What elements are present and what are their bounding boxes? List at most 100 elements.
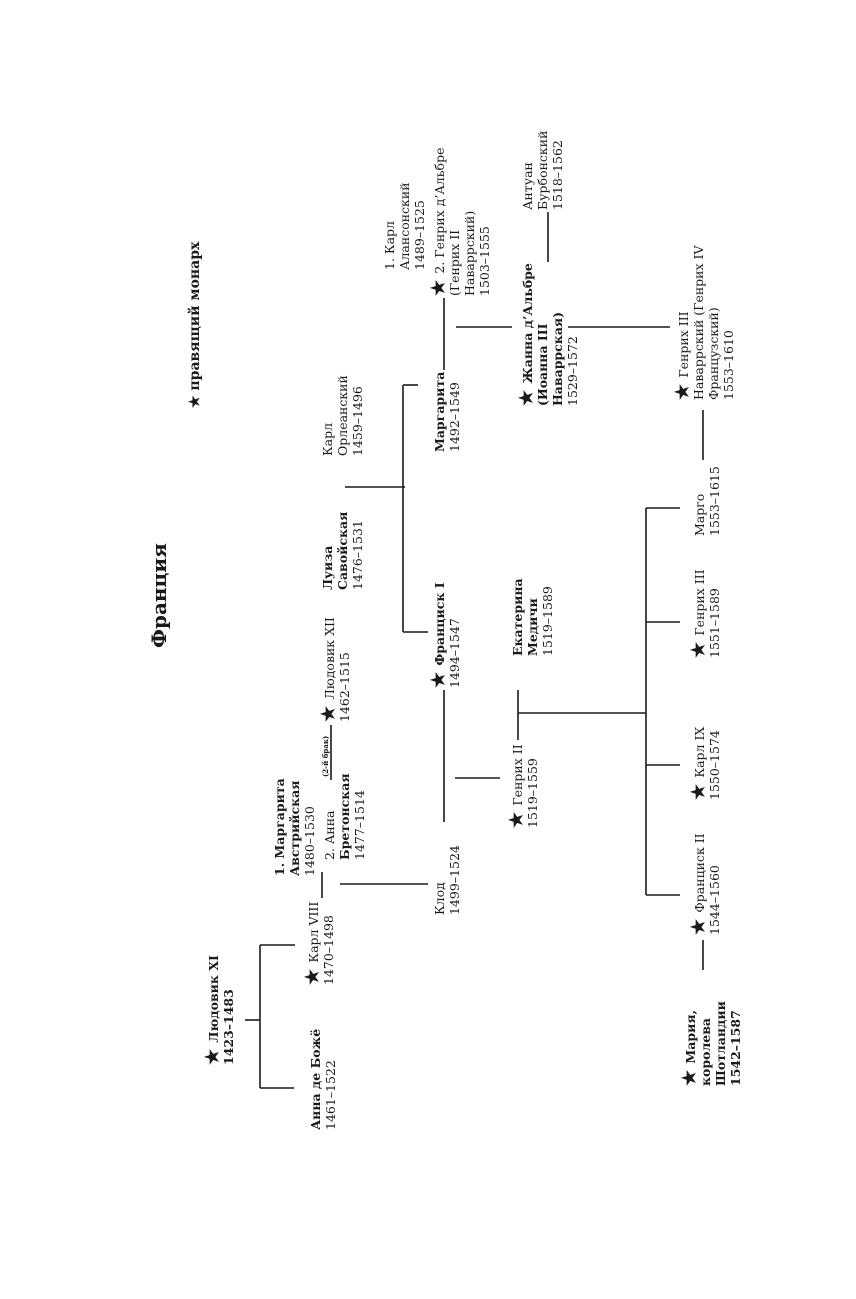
person-text: Жанна д’Альбре — [520, 263, 535, 384]
person-text: Клод — [432, 882, 447, 915]
person-margarita-avstr-line-1: 1. Маргарита — [272, 778, 287, 876]
person-francisk2-line-1: ★ Франциск II — [688, 833, 709, 935]
person-genrih4-line-3: Французский) — [706, 246, 721, 400]
person-genrih4-line-2: Наваррский (Генрих IV — [691, 246, 706, 401]
person-text: Наваррский) — [462, 210, 477, 296]
monarch-star-icon: ★ — [688, 777, 709, 800]
monarch-star-icon: ★ — [302, 962, 323, 985]
person-francisk1-line-1: ★ Франциск I — [428, 582, 449, 688]
page-title: Франция — [147, 543, 171, 648]
person-text: 1492–1549 — [447, 382, 462, 452]
legend-text: правящий монарх — [187, 241, 203, 391]
person-margo-line-1: Марго — [692, 466, 707, 536]
person-text: Австрийская — [287, 780, 302, 876]
person-maria-line-3: Шотландии — [713, 1001, 728, 1086]
person-margarita-avstr-line-2: Австрийская — [287, 778, 302, 876]
person-karl-alanson-line-2: Алансонский — [397, 182, 412, 270]
person-genrih3-line-1: ★ Генрих III — [688, 569, 709, 658]
person-text: (Иоанна III — [535, 323, 550, 406]
person-text: Карл VIII — [306, 901, 321, 963]
person-text: Луиза — [320, 545, 335, 590]
person-luiza-line-1: Луиза — [320, 512, 335, 590]
person-maria-line-2: королева — [698, 1001, 713, 1086]
monarch-star-icon: ★ — [688, 635, 709, 658]
person-text: 2. Анна — [322, 810, 337, 860]
person-genrih4-line-1: ★ Генрих III — [672, 246, 693, 400]
person-text: Франциск II — [692, 833, 707, 913]
person-francisk1-line-2: 1494–1547 — [447, 582, 462, 688]
person-text: королева — [698, 1018, 713, 1086]
person-genrih2-line-1: ★ Генрих II — [506, 744, 527, 828]
person-margarita-line-2: 1492–1549 — [447, 372, 462, 452]
marriage-note-text: (2-й брак) — [321, 735, 330, 777]
person-maria-line-4: 1542–1587 — [728, 1001, 743, 1086]
person-text: Французский) — [706, 307, 721, 400]
person-text: Генрих II — [510, 744, 525, 806]
person-genrih4-line-4: 1553–1610 — [721, 246, 736, 400]
person-francisk2-line-2: 1544–1560 — [707, 833, 722, 935]
person-ludovik12-line-2: 1462–1515 — [337, 617, 352, 722]
monarch-star-icon: ★ — [672, 377, 693, 400]
person-anna-breton-line-2: Бретонская — [337, 773, 352, 860]
person-genrih2-line-2: 1519–1559 — [525, 744, 540, 828]
person-text: 1519–1589 — [540, 586, 555, 656]
person-text: 1499–1524 — [447, 845, 462, 915]
person-anna-de-bozhe-line-2: 1461–1522 — [323, 1029, 338, 1130]
person-text: 1529–1572 — [565, 336, 580, 406]
person-zhanna-line-1: ★ Жанна д’Альбре — [516, 263, 537, 406]
person-text: 1518–1562 — [550, 140, 565, 210]
person-text: Наваррский (Генрих IV — [691, 245, 706, 401]
person-karl-alanson-line-1: 1. Карл — [382, 182, 397, 270]
person-karl8-line-2: 1470–1498 — [321, 902, 336, 985]
person-text: Медичи — [525, 598, 540, 656]
person-text: Франциск I — [432, 582, 447, 666]
person-text: 1470–1498 — [321, 915, 336, 985]
person-klod-line-2: 1499–1524 — [447, 845, 462, 915]
marriage-note: (2-й брак) — [321, 736, 330, 777]
person-genrih3-line-2: 1551–1589 — [707, 569, 722, 658]
person-genrih-albre-line-1: ★ 2. Генрих д’Альбре — [428, 148, 449, 296]
person-karl8-line-1: ★ Карл VIII — [302, 901, 323, 985]
person-text: Маргарита — [432, 371, 447, 452]
person-text: 1480–1530 — [302, 806, 317, 876]
monarch-star-icon: ★ — [202, 1042, 223, 1065]
person-ekaterina-line-1: Екатерина — [510, 578, 525, 656]
person-text: 1461–1522 — [323, 1060, 338, 1130]
monarch-star-icon: ★ — [428, 273, 449, 296]
person-antuan-line-3: 1518–1562 — [550, 131, 565, 210]
monarch-star-icon: ★ — [679, 1063, 700, 1086]
person-zhanna-line-2: (Иоанна III — [535, 263, 550, 406]
person-text: Генрих III — [692, 569, 707, 636]
person-karl-orlean-line-2: Орлеанский — [335, 375, 350, 456]
person-genrih-albre-line-3: Наваррский) — [462, 148, 477, 296]
person-text: Антуан — [520, 162, 535, 210]
person-maria-line-1: ★ Мария, — [679, 1001, 700, 1086]
monarch-star-icon: ★ — [688, 912, 709, 935]
person-zhanna-line-3: Наваррская) — [550, 263, 565, 406]
person-anna-breton-line-3: 1477–1514 — [352, 773, 367, 860]
person-karl-alanson-line-3: 1489–1525 — [412, 182, 427, 270]
monarch-star-icon: ★ — [187, 395, 203, 408]
person-text: Наваррская) — [550, 311, 565, 406]
person-karl9-line-1: ★ Карл IX — [688, 727, 709, 800]
person-text: 1494–1547 — [447, 618, 462, 688]
monarch-star-icon: ★ — [506, 805, 527, 828]
person-text: 1503–1555 — [477, 226, 492, 296]
